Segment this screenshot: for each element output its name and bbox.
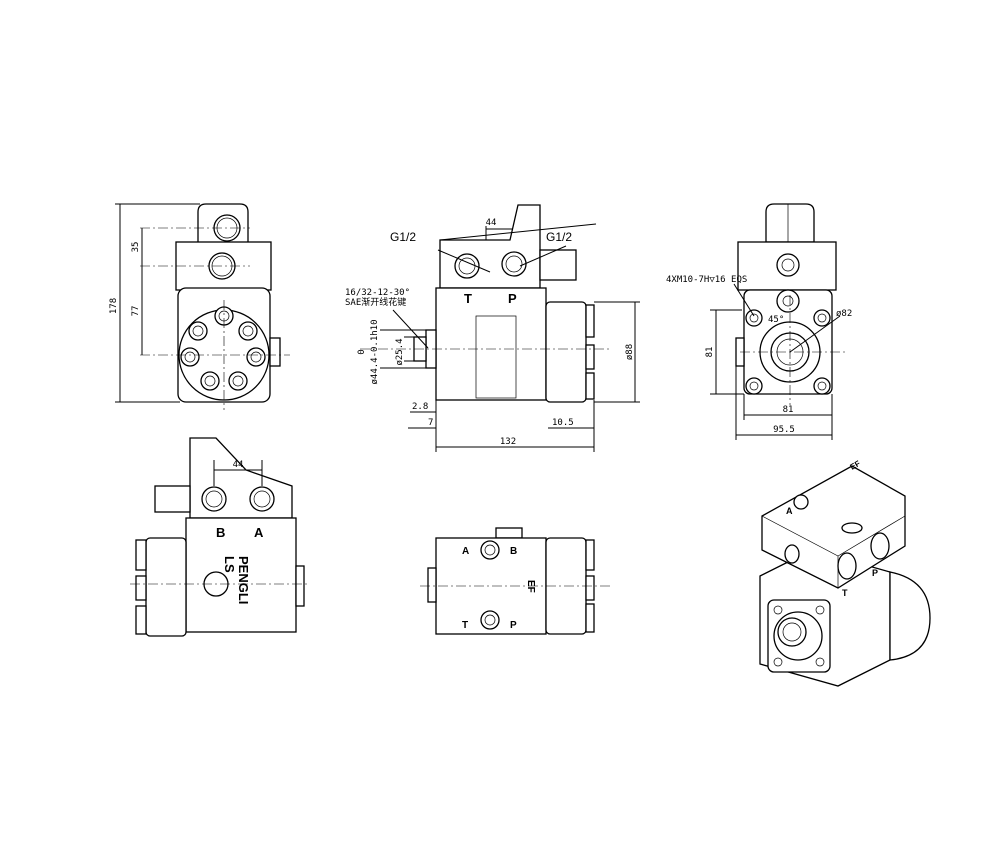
bottom-mark-ef: EF xyxy=(525,580,536,593)
dim-rear-height: 81 xyxy=(705,347,715,358)
dim-angle: 45° xyxy=(768,315,784,325)
port-label-ls: LS xyxy=(222,556,237,573)
iso-view xyxy=(759,465,931,687)
dim-port-offset: 35 xyxy=(131,242,141,253)
dim-overall-length: 132 xyxy=(500,437,516,447)
port-thread-right: G1/2 xyxy=(546,230,572,244)
port-label-p: P xyxy=(508,291,517,306)
top-view xyxy=(130,437,310,637)
front-view xyxy=(115,203,290,410)
side-view xyxy=(360,204,640,452)
port-label-t: T xyxy=(464,291,472,306)
port-label-b: B xyxy=(216,525,225,540)
bottom-port-t: T xyxy=(462,620,468,631)
iso-port-t: T xyxy=(842,588,848,598)
bottom-port-a: A xyxy=(462,546,469,557)
iso-mark-ef: EF xyxy=(849,459,862,472)
dim-flange-2-8: 2.8 xyxy=(412,402,428,412)
bottom-port-b: B xyxy=(510,546,517,557)
dim-cap-10-5: 10.5 xyxy=(552,418,574,428)
brand-mark: PENGLI xyxy=(236,556,251,604)
iso-port-p: P xyxy=(872,568,878,578)
mount-thread-spec: 4XM10-7H▽16 EQS xyxy=(666,275,747,285)
dim-shaft-diameter: ø25.4 xyxy=(395,338,405,365)
dim-pilot-tol: 0 xyxy=(357,349,367,354)
port-thread-left: G1/2 xyxy=(390,230,416,244)
dim-rear-width-95-5: 95.5 xyxy=(773,425,795,435)
bottom-port-p: P xyxy=(510,620,517,631)
dim-flange-7: 7 xyxy=(428,418,433,428)
dim-rear-width-81: 81 xyxy=(783,405,794,415)
rear-view xyxy=(710,203,845,440)
iso-port-a: A xyxy=(786,506,793,516)
dim-center-height: 77 xyxy=(131,306,141,317)
dim-top-port-spacing: 44 xyxy=(233,460,244,470)
dim-pilot-diameter: ø44.4-0.1h10 xyxy=(370,319,380,384)
spline-spec-line2: SAE渐开线花键 xyxy=(345,296,406,308)
spline-spec-line1: 16/32-12-30° xyxy=(345,288,410,298)
dim-pcd: ø82 xyxy=(836,309,852,319)
bottom-view xyxy=(420,527,610,635)
dim-body-diameter: ø88 xyxy=(625,344,635,360)
port-label-a: A xyxy=(254,525,264,540)
dim-total-height: 178 xyxy=(109,298,119,314)
dim-port-spacing: 44 xyxy=(486,218,497,228)
